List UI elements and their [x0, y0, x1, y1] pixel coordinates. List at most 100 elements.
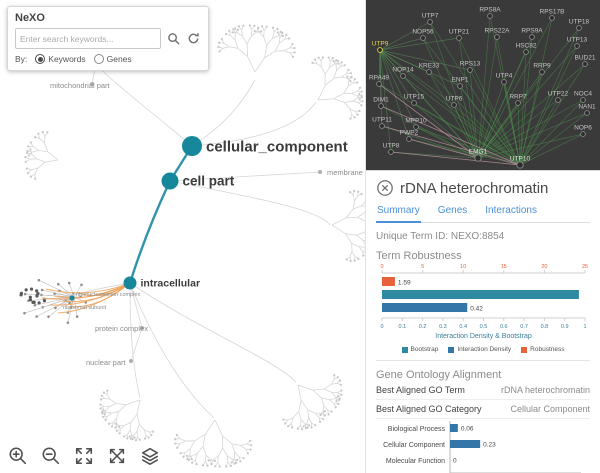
- tree-node-label[interactable]: protein complex: [95, 324, 148, 333]
- gene-node[interactable]: [584, 110, 590, 116]
- gene-node-label[interactable]: UTP13: [567, 37, 588, 44]
- gene-node-label[interactable]: NOP14: [392, 67, 414, 74]
- gene-node-label[interactable]: UTP10: [510, 156, 531, 163]
- gene-node[interactable]: [487, 13, 493, 19]
- gene-node[interactable]: [420, 35, 426, 41]
- tree-node-cell-part[interactable]: [161, 172, 179, 190]
- gene-node-label[interactable]: UTP4: [496, 73, 513, 80]
- gene-node-label[interactable]: NOP56: [412, 29, 434, 36]
- gene-node[interactable]: [411, 100, 417, 106]
- gene-node[interactable]: [549, 15, 555, 21]
- unique-term-id: Unique Term ID: NEXO:8854: [376, 231, 590, 242]
- gene-node[interactable]: [457, 83, 463, 89]
- gene-node[interactable]: [494, 34, 500, 40]
- gene-node[interactable]: [555, 97, 561, 103]
- tree-node-label[interactable]: cellular_component: [206, 138, 348, 155]
- gene-node-label[interactable]: RPA49: [369, 75, 389, 82]
- gene-node[interactable]: [451, 102, 457, 108]
- gene-node[interactable]: [515, 100, 521, 106]
- gene-node-label[interactable]: DIM1: [373, 97, 389, 104]
- gene-node[interactable]: [474, 154, 482, 162]
- robustness-swatch: [521, 346, 528, 353]
- gene-node[interactable]: [580, 131, 586, 137]
- gene-node[interactable]: [456, 35, 462, 41]
- gene-node[interactable]: [580, 97, 586, 103]
- tree-node-intracellular[interactable]: [123, 276, 137, 290]
- gene-node[interactable]: [378, 103, 384, 109]
- gene-node[interactable]: [516, 161, 524, 169]
- gene-node[interactable]: [413, 124, 419, 130]
- gene-node[interactable]: [582, 61, 588, 67]
- gene-node[interactable]: [539, 69, 545, 75]
- layers-button[interactable]: [138, 444, 162, 468]
- gene-node[interactable]: [376, 81, 382, 87]
- gene-node[interactable]: [576, 25, 582, 31]
- gene-node-label[interactable]: ENP1: [452, 77, 469, 84]
- gene-node[interactable]: [379, 123, 385, 129]
- gene-node[interactable]: [523, 49, 529, 55]
- tree-node-label[interactable]: ribosomal subunit: [63, 305, 107, 311]
- close-button[interactable]: [376, 179, 394, 197]
- search-input[interactable]: [15, 28, 161, 49]
- gene-node-label[interactable]: RRP7: [509, 94, 527, 101]
- radio-genes[interactable]: Genes: [93, 54, 132, 64]
- gene-node[interactable]: [388, 149, 394, 155]
- zoom-in-button[interactable]: [6, 444, 30, 468]
- gene-node-label[interactable]: UTP6: [446, 96, 463, 103]
- gene-node[interactable]: [377, 47, 383, 53]
- gene-node-label[interactable]: UTP22: [548, 91, 569, 98]
- gene-node-label[interactable]: UTP8: [383, 143, 400, 150]
- gene-node-label[interactable]: RPS13: [460, 61, 481, 68]
- tab-genes[interactable]: Genes: [437, 205, 468, 216]
- radio-keywords[interactable]: Keywords: [35, 54, 86, 64]
- zoom-out-button[interactable]: [39, 444, 63, 468]
- gene-node-label[interactable]: HSC82: [516, 43, 537, 50]
- gene-node[interactable]: [400, 73, 406, 79]
- tree-node-label[interactable]: intracellular: [141, 278, 201, 290]
- gene-node-label[interactable]: UTP15: [404, 94, 425, 101]
- gene-node[interactable]: [406, 136, 412, 142]
- gene-node[interactable]: [426, 69, 432, 75]
- tab-interactions[interactable]: Interactions: [485, 205, 537, 216]
- search-icon[interactable]: [165, 31, 181, 47]
- reset-icon[interactable]: [185, 31, 201, 47]
- gene-node-label[interactable]: UTP18: [569, 19, 590, 26]
- gene-node-label[interactable]: UTP21: [449, 29, 470, 36]
- gene-node[interactable]: [427, 19, 433, 25]
- gene-node-label[interactable]: KRE33: [419, 63, 440, 70]
- gene-node-label[interactable]: PWP2: [400, 130, 419, 137]
- gene-node-label[interactable]: NOC4: [574, 91, 592, 98]
- gene-node-label[interactable]: UTP11: [372, 117, 392, 124]
- gene-node[interactable]: [501, 79, 507, 85]
- fit-to-screen-button[interactable]: [72, 444, 96, 468]
- reset-view-button[interactable]: [105, 444, 129, 468]
- gene-node-label[interactable]: RPS22A: [485, 28, 511, 35]
- gene-node[interactable]: [574, 43, 580, 49]
- gene-node-label[interactable]: RPS9A: [521, 28, 543, 35]
- tree-node-label[interactable]: membrane: [327, 168, 363, 177]
- gene-node-label[interactable]: EMG1: [469, 149, 488, 156]
- gene-node[interactable]: [529, 34, 535, 40]
- gene-node-label[interactable]: RPS8A: [479, 7, 501, 14]
- tree-node-label[interactable]: cell part: [183, 174, 235, 189]
- tab-summary[interactable]: Summary: [376, 202, 421, 223]
- tree-node-label[interactable]: ribonucleoprotein complex: [76, 292, 140, 298]
- gene-node-label[interactable]: NOP6: [574, 125, 592, 132]
- gene-node[interactable]: [467, 67, 473, 73]
- gene-node-label[interactable]: BUD21: [575, 55, 596, 62]
- gene-node-label[interactable]: RRP9: [533, 63, 551, 70]
- gene-node-label[interactable]: NAN1: [578, 104, 596, 111]
- radio-keywords-control[interactable]: [35, 54, 46, 64]
- radio-genes-control[interactable]: [93, 54, 104, 64]
- tree-node-label[interactable]: nuclear part: [86, 358, 127, 367]
- gene-node-label[interactable]: RPS17B: [540, 9, 565, 16]
- gene-node-label[interactable]: UTP7: [422, 13, 439, 20]
- gene-node-label[interactable]: UTP9: [372, 41, 389, 48]
- gene-node-label[interactable]: MPP10: [405, 118, 427, 125]
- tree-node-label[interactable]: mitochondrial part: [50, 81, 111, 90]
- tree-node-cellular_component[interactable]: [182, 136, 202, 156]
